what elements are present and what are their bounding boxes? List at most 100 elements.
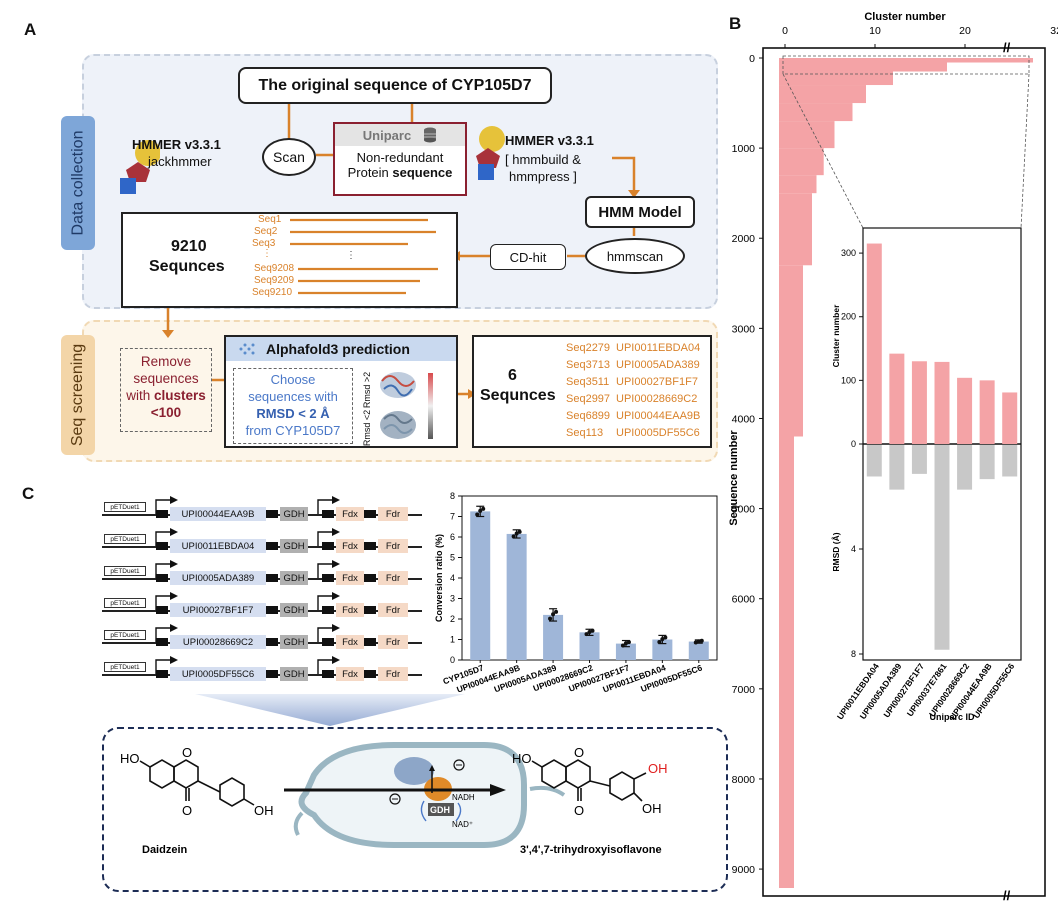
inset-top-ylabel: Cluster number xyxy=(831,304,841,368)
fdr-gene: Fdr xyxy=(378,635,408,649)
y-tick-label: 8 xyxy=(450,491,455,501)
rbs-block xyxy=(156,606,168,614)
rmsd-gt-label: Rmsd >2 xyxy=(362,371,373,409)
rbs-block xyxy=(322,574,334,582)
x-tick-label: 0 xyxy=(782,25,788,37)
y-tick-label: 3000 xyxy=(732,323,756,335)
cell-shape xyxy=(298,742,527,848)
bar xyxy=(652,639,673,660)
remove-line4: <100 xyxy=(150,405,182,420)
seq-item: Seq9210 xyxy=(252,287,293,298)
product-ho: HO xyxy=(512,751,532,766)
candidate-gene: UPI0005DF55C6 xyxy=(170,667,266,681)
candidate-gene: UPI00027BF1F7 xyxy=(170,603,266,617)
candidate-gene: UPI0011EBDA04 xyxy=(170,539,266,553)
bar xyxy=(615,643,636,660)
bar xyxy=(688,641,709,660)
inset-x-tick-label: UPI0005DF55C6 xyxy=(971,661,1016,720)
promoter-icon xyxy=(155,528,178,546)
cluster-count-bar xyxy=(934,361,950,444)
remove-line2: sequences xyxy=(133,371,199,386)
y-tick-label: 6 xyxy=(450,532,455,542)
bar xyxy=(543,614,564,660)
alphafold-header: Alphafold3 prediction xyxy=(226,337,456,361)
rbs-block xyxy=(322,638,334,646)
rbs-block xyxy=(156,638,168,646)
y-tick-label: 4 xyxy=(450,573,455,583)
gdh-gene: GDH xyxy=(280,539,308,553)
rmsd-bar xyxy=(957,445,973,490)
data-point xyxy=(481,506,486,511)
hmmer-left-tool: jackhmmer xyxy=(148,154,212,169)
data-point xyxy=(517,529,522,534)
inset-y-tick-label: 100 xyxy=(841,375,856,385)
hmmer-left-name: HMMER v3.3.1 xyxy=(132,137,221,152)
cluster-bar xyxy=(779,71,893,86)
cdhit-box: CD-hit xyxy=(490,244,566,270)
six-seq-id: UPI0005DF55C6 xyxy=(616,427,700,439)
data-point xyxy=(699,638,704,643)
panel-b-label: B xyxy=(729,14,742,33)
zoom-line xyxy=(1020,73,1030,229)
y-axis-label: Conversion ratio (%) xyxy=(434,534,444,622)
product-structure xyxy=(531,759,647,802)
fdr-gene: Fdr xyxy=(378,571,408,585)
rbs-block xyxy=(266,670,278,678)
seq-item: Seq3 xyxy=(252,238,276,249)
six-count: 6 xyxy=(508,367,517,384)
y-tick-label: 2 xyxy=(450,614,455,624)
product-label: 3',4',7-trihydroxyisoflavone xyxy=(520,844,662,856)
hmmer-shapes-icon xyxy=(120,140,161,194)
daidzein-label: Daidzein xyxy=(142,844,188,856)
six-seq-id: UPI0011EBDA04 xyxy=(616,342,701,354)
rbs-block xyxy=(156,542,168,550)
cluster-bar xyxy=(779,265,803,437)
rbs-block xyxy=(156,510,168,518)
hmmscan-node: hmmscan xyxy=(585,238,685,274)
bar xyxy=(470,511,491,660)
choose-line1: Choose xyxy=(270,372,316,387)
rbs-block xyxy=(266,606,278,614)
rbs-block xyxy=(364,670,376,678)
rmsd-bar xyxy=(866,445,882,477)
database-icon xyxy=(424,127,437,143)
x-tick-label: 20 xyxy=(959,25,971,37)
remove-sequences-box: Remove sequences with clusters <100 xyxy=(120,348,212,432)
cluster-bar xyxy=(779,103,853,122)
rbs-block xyxy=(364,542,376,550)
cluster-bar xyxy=(779,175,817,194)
enzyme-structure xyxy=(394,757,434,785)
hmm-model-box: HMM Model xyxy=(585,196,695,228)
seq-item: ⋮ xyxy=(262,248,272,259)
rbs-block xyxy=(266,638,278,646)
bar xyxy=(579,632,600,660)
seq-ellipsis: ⋮ xyxy=(346,250,356,261)
plasmid-label: pETDuet1 xyxy=(104,566,146,576)
six-seq-id: UPI00027BF1F7 xyxy=(616,376,698,388)
hmmer-right-line1: [ hmmbuild & xyxy=(505,152,581,167)
promoter-icon xyxy=(317,624,340,642)
seq-count-number: 9210 xyxy=(171,238,207,255)
uniparc-title: Uniparc xyxy=(362,127,412,143)
cluster-count-bar xyxy=(957,377,973,444)
alphafold-box: Alphafold3 prediction Choose sequences w… xyxy=(224,335,458,448)
rmsd-bar xyxy=(1002,445,1018,477)
reaction-diagram: HO O O OH Daidzein GDH NADH NAD⁺ xyxy=(120,742,668,856)
x-axis-title: Cluster number xyxy=(864,11,946,23)
hmmer-shapes-icon xyxy=(476,126,505,180)
fdx-gene: Fdx xyxy=(336,603,364,617)
rbs-block xyxy=(322,670,334,678)
seq-count-label: Sequnces xyxy=(149,258,225,275)
daidzein-structure xyxy=(139,759,255,807)
x-tick-label: 10 xyxy=(869,25,881,37)
panel-a-label: A xyxy=(24,20,37,39)
data-collection-tab: Data collection xyxy=(61,116,95,250)
remove-line1: Remove xyxy=(140,354,192,369)
scan-node: Scan xyxy=(262,138,316,176)
y-tick-label: 7000 xyxy=(732,684,756,696)
data-point xyxy=(511,534,516,539)
gdh-gene: GDH xyxy=(280,571,308,585)
